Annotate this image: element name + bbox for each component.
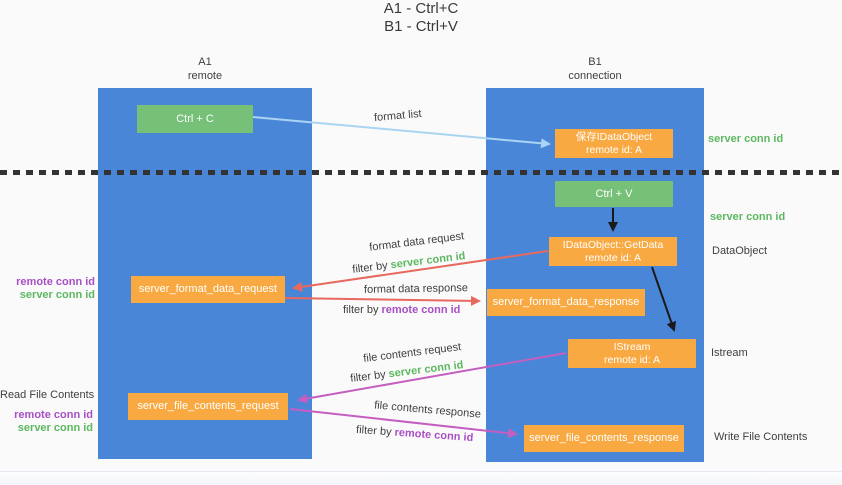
node-server-format-data-response: server_format_data_response	[487, 289, 645, 316]
title-line-paste: B1 - Ctrl+V	[384, 18, 458, 35]
node-ctrl-v-label: Ctrl + V	[595, 187, 633, 200]
node-server-format-data-response-label: server_format_data_response	[492, 296, 640, 308]
node-idataobject-getdata-line1: IDataObject::GetData	[562, 238, 664, 251]
filter-key-server-conn-id: server conn id	[387, 359, 465, 381]
lane-a1-role: remote	[187, 70, 223, 82]
side-label-read-file-contents: Read File Contents	[0, 389, 95, 401]
lane-b1-id: B1	[588, 56, 602, 68]
node-ctrl-c-label: Ctrl + C	[176, 112, 214, 125]
lane-b1-role: connection	[568, 70, 622, 82]
machine-boundary-dashed-line	[0, 170, 842, 175]
remote-conn-id-label: remote conn id	[16, 276, 95, 288]
label-format-response-filter: filter by remote conn id	[343, 304, 460, 316]
node-idataobject-getdata: IDataObject::GetData remote id: A	[549, 237, 677, 266]
node-server-file-contents-request-label: server_file_contents_request	[137, 400, 279, 412]
node-server-file-contents-response: server_file_contents_response	[524, 425, 684, 452]
node-istream: IStream remote id: A	[568, 339, 696, 368]
label-format-request-filter: filter by server conn id	[352, 250, 466, 276]
filter-by-prefix: filter by	[351, 259, 389, 276]
filter-key-remote-conn-id: remote conn id	[394, 426, 474, 445]
label-file-response-filter: filter by remote conn id	[356, 424, 474, 444]
canvas-bottom-edge	[0, 471, 842, 485]
server-conn-id-label: server conn id	[19, 289, 95, 301]
node-idataobject-getdata-line2: remote id: A	[584, 251, 642, 264]
node-ctrl-v: Ctrl + V	[555, 181, 673, 207]
node-ctrl-c: Ctrl + C	[137, 105, 253, 133]
lane-header-a1: A1 remote	[98, 55, 312, 83]
filter-key-remote-conn-id: remote conn id	[381, 304, 461, 316]
side-label-dataobject: DataObject	[712, 245, 768, 257]
lane-a1-id: A1	[198, 56, 212, 68]
label-file-contents-response: file contents response	[373, 399, 482, 421]
conn-id-pair-format: remote conn id server conn id	[0, 276, 95, 302]
node-server-format-data-request-label: server_format_data_request	[138, 283, 278, 295]
side-label-server-conn-id-top: server conn id	[708, 133, 784, 145]
node-save-idataobject-line2: remote id: A	[585, 143, 643, 156]
title-line-copy: A1 - Ctrl+C	[383, 0, 459, 17]
label-format-data-response: format data response	[363, 282, 469, 296]
filter-by-prefix: filter by	[355, 423, 392, 439]
side-label-istream: Istream	[711, 347, 748, 359]
node-save-idataobject: 保存IDataObject remote id: A	[555, 129, 673, 158]
lane-header-b1: B1 connection	[486, 55, 704, 83]
side-label-write-file-contents: Write File Contents	[714, 431, 808, 443]
side-label-server-conn-id-mid: server conn id	[710, 211, 786, 223]
label-format-data-request: format data request	[368, 230, 465, 254]
filter-key-server-conn-id: server conn id	[389, 250, 467, 272]
diagram-title: A1 - Ctrl+C B1 - Ctrl+V	[0, 0, 842, 36]
remote-conn-id-label: remote conn id	[14, 409, 93, 421]
node-istream-line1: IStream	[613, 340, 651, 353]
filter-by-prefix: filter by	[349, 368, 387, 385]
arrow-format-data-response	[284, 295, 481, 306]
node-server-format-data-request: server_format_data_request	[131, 276, 285, 303]
server-conn-id-label: server conn id	[17, 422, 93, 434]
conn-id-pair-file: remote conn id server conn id	[0, 409, 93, 435]
node-istream-line2: remote id: A	[603, 353, 661, 366]
node-save-idataobject-line1: 保存IDataObject	[575, 130, 653, 143]
node-server-file-contents-request: server_file_contents_request	[128, 393, 288, 420]
label-format-list: format list	[373, 107, 423, 125]
filter-by-prefix: filter by	[343, 304, 379, 316]
node-server-file-contents-response-label: server_file_contents_response	[529, 432, 679, 444]
